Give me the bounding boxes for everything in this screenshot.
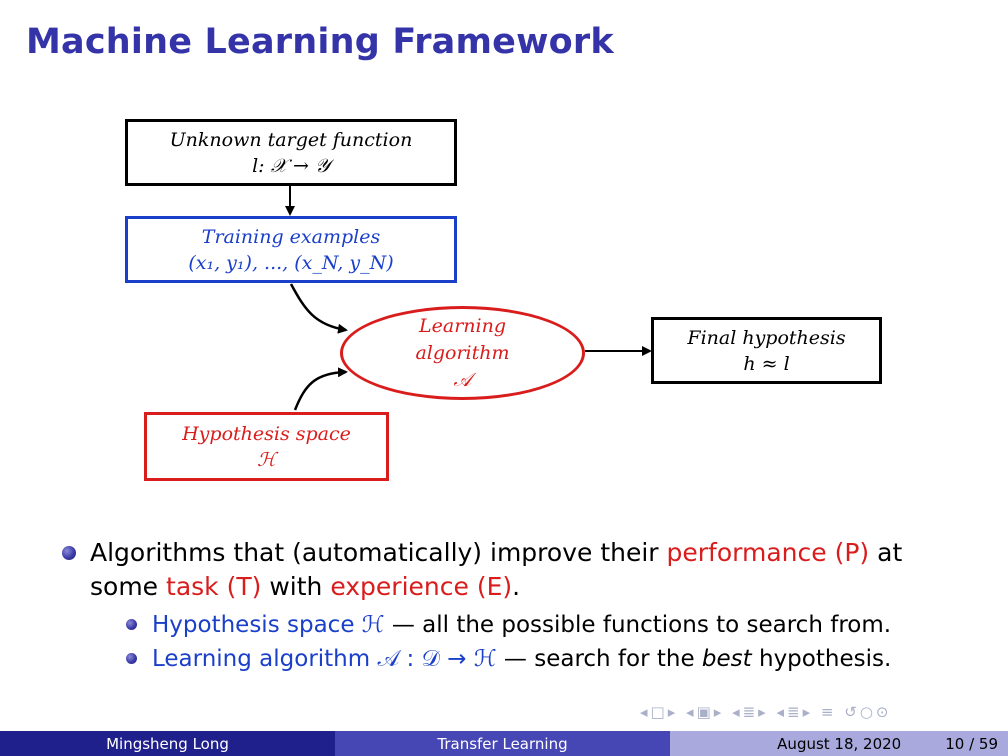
nav-next-icon[interactable]: ▸ [667,703,679,721]
nav-search-icon[interactable]: ↺○⊙ [844,703,892,721]
nav-section-icon[interactable]: ≣ [742,703,759,721]
target-function-box: Unknown target function l: 𝒳 → 𝒴 [125,119,457,186]
bullet-list: Algorithms that (automatically) improve … [60,536,960,676]
slide-title: Machine Learning Framework [26,22,614,62]
training-examples-box: Training examples (x₁, y₁), ..., (x_N, y… [125,216,457,283]
hypothesis-space-box: Hypothesis space ℋ [144,412,389,481]
nav-prev-icon[interactable]: ◂ [732,703,743,721]
nav-next-icon[interactable]: ▸ [758,703,769,721]
nav-prev-icon[interactable]: ◂ [640,703,651,721]
hypothesis-space-symbol: ℋ [257,448,276,471]
bullet-marker [62,546,76,560]
learning-algorithm-line2: algorithm [415,341,510,364]
beamer-navigation[interactable]: ◂□▸ ◂▣▸ ◂≣▸ ◂≣▸ ≡ ↺○⊙ [640,703,892,721]
target-function-formula: l: 𝒳 → 𝒴 [252,154,330,177]
final-hypothesis-label: Final hypothesis [687,326,846,349]
task-term: task (T) [166,572,262,601]
learning-algorithm-node: Learning algorithm 𝒜 [340,306,585,400]
final-hypothesis-formula: h ≈ l [743,352,790,375]
nav-next-icon[interactable]: ▸ [713,703,725,721]
footer-author: Mingsheng Long [0,731,335,756]
arrow-hypothesis-to-learning [293,367,348,411]
nav-next-icon[interactable]: ▸ [802,703,814,721]
bullet-sub-hypothesis: Hypothesis space ℋ — all the possible fu… [60,608,960,642]
sub-bullet-marker [126,653,137,664]
hypothesis-space-term: Hypothesis space ℋ [152,612,385,638]
footer-talk-title: Transfer Learning [335,731,670,756]
nav-prev-icon[interactable]: ◂ [776,703,788,721]
best-word: best [701,646,752,672]
target-function-label: Unknown target function [169,128,413,151]
footer-date: August 18, 2020 [777,734,902,753]
training-examples-formula: (x₁, y₁), ..., (x_N, y_N) [188,251,394,274]
nav-align-icon[interactable]: ≡ [820,703,837,721]
nav-frame-icon[interactable]: □ [650,703,668,721]
slide-footer: Mingsheng Long Transfer Learning August … [0,731,1008,756]
experience-term: experience (E) [330,572,513,601]
learning-algorithm-line1: Learning [419,314,506,337]
performance-term: performance (P) [666,538,870,567]
training-examples-label: Training examples [201,225,381,248]
bullet-sub-learning: Learning algorithm 𝒜 : 𝒟 → ℋ — search fo… [60,642,960,676]
nav-subsection-icon[interactable]: ▣ [696,703,714,721]
footer-page-number: 10 / 59 [945,734,998,753]
diagram-arrows [285,186,652,411]
learning-algorithm-symbol: 𝒜 [453,368,472,391]
hypothesis-space-label: Hypothesis space [182,422,351,445]
bullet-main: Algorithms that (automatically) improve … [60,536,960,604]
nav-toc-icon[interactable]: ≣ [787,703,803,721]
learning-algorithm-term: Learning algorithm 𝒜 : 𝒟 → ℋ [152,646,497,672]
nav-prev-icon[interactable]: ◂ [686,703,697,721]
sub-bullet-marker [126,619,137,630]
arrow-training-to-learning [289,283,348,334]
final-hypothesis-box: Final hypothesis h ≈ l [651,317,882,384]
footer-date-page: August 18, 2020 10 / 59 [670,731,1008,756]
